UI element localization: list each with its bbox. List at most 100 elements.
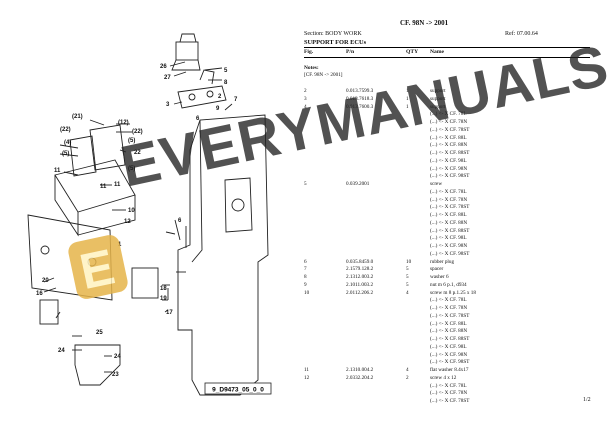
- column-pn: P/n: [346, 49, 355, 55]
- cell-pn: 0.035.8459.0: [346, 258, 374, 265]
- notes-title: Notes:: [304, 65, 319, 71]
- cell-name: spacer: [430, 266, 444, 273]
- cell-qty: 1: [406, 95, 409, 102]
- cell-fig: 12: [304, 374, 310, 381]
- notes-text: [CF. 98N -> 2001]: [304, 72, 343, 78]
- cell-name: washer 6: [430, 274, 449, 280]
- callout-label: (12): [118, 120, 129, 126]
- table-header: Fig. P/n QTY Name: [304, 47, 590, 58]
- cell-qty: 5: [406, 266, 409, 273]
- cell-name: (...) <- X CF. 98L: [430, 343, 467, 350]
- cell-name: screw m 8 p.1.25 x 18: [430, 289, 476, 296]
- cell-qty: 5: [406, 281, 409, 288]
- cell-name: (...) <- X CF. 78L: [430, 382, 467, 389]
- cell-name: (...) <- X CF. 78N: [430, 390, 468, 397]
- cell-name: (...) <- X CF. 88ST: [430, 227, 470, 234]
- cell-fig: 9: [304, 281, 307, 288]
- callout-label: 6: [196, 116, 200, 122]
- exploded-parts-diagram: 9_D9473_05_0_0 26 27 3 2 5 6 7 8 9 10 11…: [27, 33, 272, 396]
- cell-name: support: [430, 103, 446, 110]
- cell-name: (...) <- X CF. 88N: [430, 219, 468, 226]
- cell-qty: 10: [406, 258, 412, 265]
- cell-name: (...) <- X CF. 88L: [430, 320, 467, 327]
- cell-pn: 2.1579.128.2: [346, 266, 374, 273]
- callout-label: 20: [42, 278, 49, 284]
- callout-label: (22): [132, 129, 143, 135]
- cell-fig: 6: [304, 258, 307, 265]
- callout-label: 11: [114, 182, 121, 188]
- cell-name: (...) <- X CF. 88L: [430, 212, 467, 218]
- cell-name: nut m 6 p.1, d934: [430, 281, 467, 288]
- callout-label: 23: [112, 372, 119, 378]
- cell-name: (...) <- X CF. 98L: [430, 235, 467, 242]
- cell-qty: 1: [406, 103, 409, 110]
- cell-name: support: [430, 88, 446, 94]
- column-fig: Fig.: [304, 49, 314, 55]
- watermark-badge-letter: E: [74, 238, 120, 301]
- callout-label: 24: [114, 354, 121, 360]
- callout-label: 26: [160, 64, 167, 70]
- cell-pn: 0.039.2001: [346, 181, 370, 187]
- callout-label: 17: [166, 310, 173, 316]
- cell-pn: 2.1011.003.2: [346, 281, 374, 288]
- callout-label: 7: [234, 97, 238, 103]
- cell-pn: 0.013.7618.3: [346, 95, 374, 102]
- callout-label: 10: [128, 208, 135, 214]
- cell-qty: 4: [406, 289, 409, 296]
- callout-label: 5: [224, 68, 228, 74]
- cell-pn: 2.0112.206.2: [346, 289, 374, 296]
- cell-name: (...) <- X CF. 78N: [430, 119, 468, 125]
- callout-label: 3: [166, 102, 170, 108]
- cell-name: (...) <- X CF. 88N: [430, 328, 468, 335]
- document-title: CF. 98N -> 2001: [400, 19, 449, 27]
- cell-fig: 7: [304, 266, 307, 273]
- cell-name: (...) <- X CF. 78L: [430, 111, 467, 118]
- cell-qty: 5: [406, 274, 409, 280]
- callout-label: 2: [218, 94, 222, 100]
- callout-label: 11: [54, 168, 61, 174]
- cell-fig: 11: [304, 367, 309, 373]
- cell-name: flat washer 8.4x17: [430, 367, 469, 373]
- callout-label: 11: [100, 184, 107, 190]
- cell-name: (...) <- X CF. 98N: [430, 243, 468, 249]
- callout-label: (21): [72, 114, 83, 120]
- callout-label: (5): [62, 151, 69, 157]
- cell-name: screw: [430, 181, 443, 187]
- callout-label: 22: [134, 150, 141, 156]
- cell-fig: 10: [304, 289, 310, 296]
- cell-fig: 3: [304, 95, 307, 102]
- cell-fig: 2: [304, 88, 307, 94]
- cell-name: (...) <- X CF. 98ST: [430, 250, 470, 257]
- cell-name: (...) <- X CF. 78ST: [430, 126, 470, 133]
- callout-label: (4): [64, 140, 71, 146]
- cell-name: (...) <- X CF. 98ST: [430, 359, 470, 366]
- cell-name: (...) <- X CF. 98N: [430, 165, 468, 172]
- cell-name: (...) <- X CF. 88N: [430, 142, 468, 149]
- cell-name: (...) <- X CF. 78ST: [430, 398, 470, 404]
- page-subtitle: SUPPORT FOR ECUs: [304, 39, 367, 46]
- section-label: Section: BODY WORK: [304, 31, 362, 37]
- column-name: Name: [430, 49, 444, 55]
- callout-label: 6: [178, 218, 182, 224]
- callout-label: 12: [124, 219, 131, 225]
- cell-name: screw 4 x 12: [430, 374, 457, 381]
- cell-name: (...) <- X CF. 78N: [430, 305, 468, 311]
- cell-pn: 0.013.7599.3: [346, 88, 374, 94]
- cell-qty: 2: [406, 374, 409, 381]
- callout-label: 16: [36, 291, 43, 297]
- cell-name: (...) <- X CF. 98N: [430, 351, 468, 358]
- callout-label: 8: [224, 80, 228, 86]
- cell-pn: 2.1310.004.2: [346, 367, 374, 373]
- cell-pn: 2.1312.003.2: [346, 274, 374, 280]
- cell-name: (...) <- X CF. 98L: [430, 157, 467, 164]
- column-qty: QTY: [406, 49, 419, 55]
- callout-label: 25: [96, 330, 103, 336]
- callout-label: 27: [164, 75, 171, 81]
- cell-fig: 5: [304, 181, 307, 187]
- cell-fig: 8: [304, 274, 307, 280]
- cell-name: (...) <- X CF. 78ST: [430, 312, 470, 319]
- callout-label: 19: [160, 296, 167, 302]
- callout-label: 9: [216, 106, 220, 112]
- cell-name: (...) <- X CF. 78L: [430, 188, 467, 195]
- callout-label: 24: [58, 348, 65, 354]
